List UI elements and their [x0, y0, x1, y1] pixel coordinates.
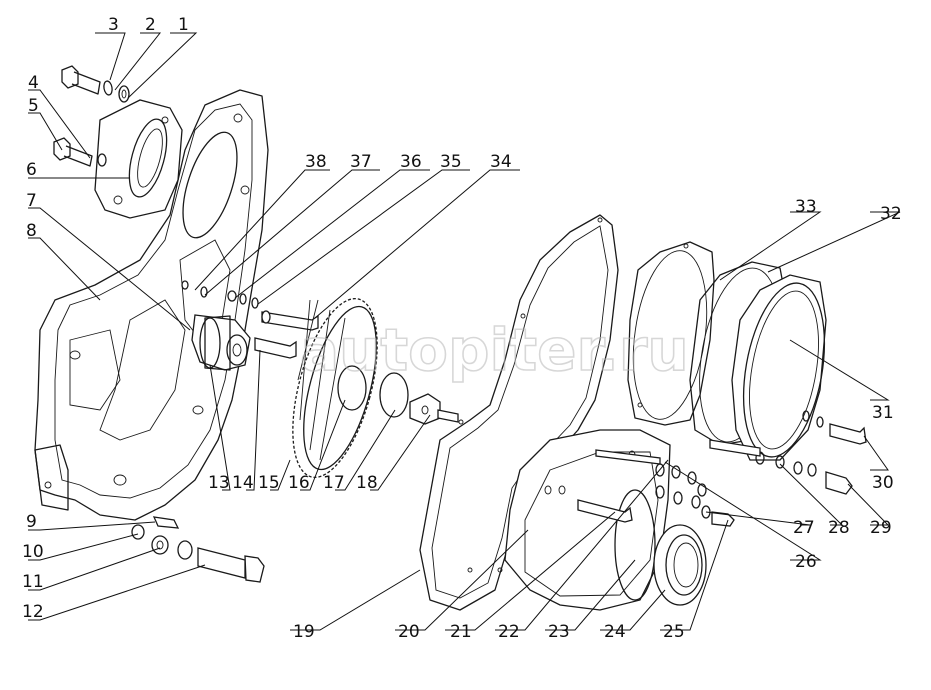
bolt-12: [197, 547, 265, 583]
callout-7: 7: [26, 191, 37, 211]
callout-28: 28: [828, 518, 850, 538]
callout-34: 34: [490, 152, 512, 172]
callout-12: 12: [22, 602, 44, 622]
thrust-plate-17: [379, 372, 409, 418]
callout-8: 8: [26, 221, 37, 241]
callout-27: 27: [793, 518, 815, 538]
callout-17: 17: [323, 473, 345, 493]
callout-15: 15: [258, 473, 280, 493]
callout-10: 10: [22, 542, 44, 562]
washer-1: [118, 85, 130, 103]
callout-9: 9: [26, 512, 37, 532]
callout-31: 31: [872, 403, 894, 423]
callout-23: 23: [548, 622, 570, 642]
callout-38: 38: [305, 152, 327, 172]
small-washers-35-38: [181, 280, 259, 309]
callout-1: 1: [178, 15, 189, 35]
bolts-28-30: [709, 410, 867, 495]
callout-11: 11: [22, 572, 44, 592]
callout-3: 3: [108, 15, 119, 35]
callout-25: 25: [663, 622, 685, 642]
bolt-14: [254, 337, 297, 359]
idler-bracket: [191, 314, 251, 371]
oil-seal-cover: [94, 99, 183, 219]
washers-nuts-25-27: [655, 463, 735, 527]
callout-21: 21: [450, 622, 472, 642]
callout-33: 33: [795, 197, 817, 217]
bolt-3: [61, 65, 101, 95]
callout-16: 16: [288, 473, 310, 493]
bolt-37: [261, 310, 319, 331]
callout-35: 35: [440, 152, 462, 172]
leader-lines: [28, 32, 901, 631]
callout-14: 14: [232, 473, 254, 493]
washer-4: [97, 153, 107, 167]
washer-2: [103, 80, 113, 96]
callout-2: 2: [145, 15, 156, 35]
callout-19: 19: [293, 622, 315, 642]
callout-18: 18: [356, 473, 378, 493]
bolt-21: [577, 499, 633, 523]
callout-numbers: 3 2 1 4 5 6 7 8 9 10 11 12 13 14 15 16 1…: [22, 15, 902, 642]
callout-36: 36: [400, 152, 422, 172]
bolt-5: [53, 137, 93, 167]
callout-22: 22: [498, 622, 520, 642]
cover-32: [731, 274, 827, 461]
callout-20: 20: [398, 622, 420, 642]
nut-11: [177, 540, 193, 560]
front-cover-20: [504, 429, 671, 611]
callout-29: 29: [870, 518, 892, 538]
watermark: autopiter.ru: [300, 316, 689, 384]
gasket-19: [419, 214, 619, 611]
callout-6: 6: [26, 160, 37, 180]
callout-13: 13: [208, 473, 230, 493]
callout-37: 37: [350, 152, 372, 172]
dowel-9: [152, 516, 180, 529]
callout-24: 24: [604, 622, 626, 642]
callout-26: 26: [795, 552, 817, 572]
oil-seal-24: [653, 524, 707, 606]
callout-4: 4: [28, 73, 39, 93]
washer-11: [151, 535, 169, 555]
callout-30: 30: [872, 473, 894, 493]
washer-10: [131, 524, 145, 540]
lock-plate-18: [409, 393, 459, 425]
callout-5: 5: [28, 96, 39, 116]
callout-32: 32: [880, 204, 902, 224]
